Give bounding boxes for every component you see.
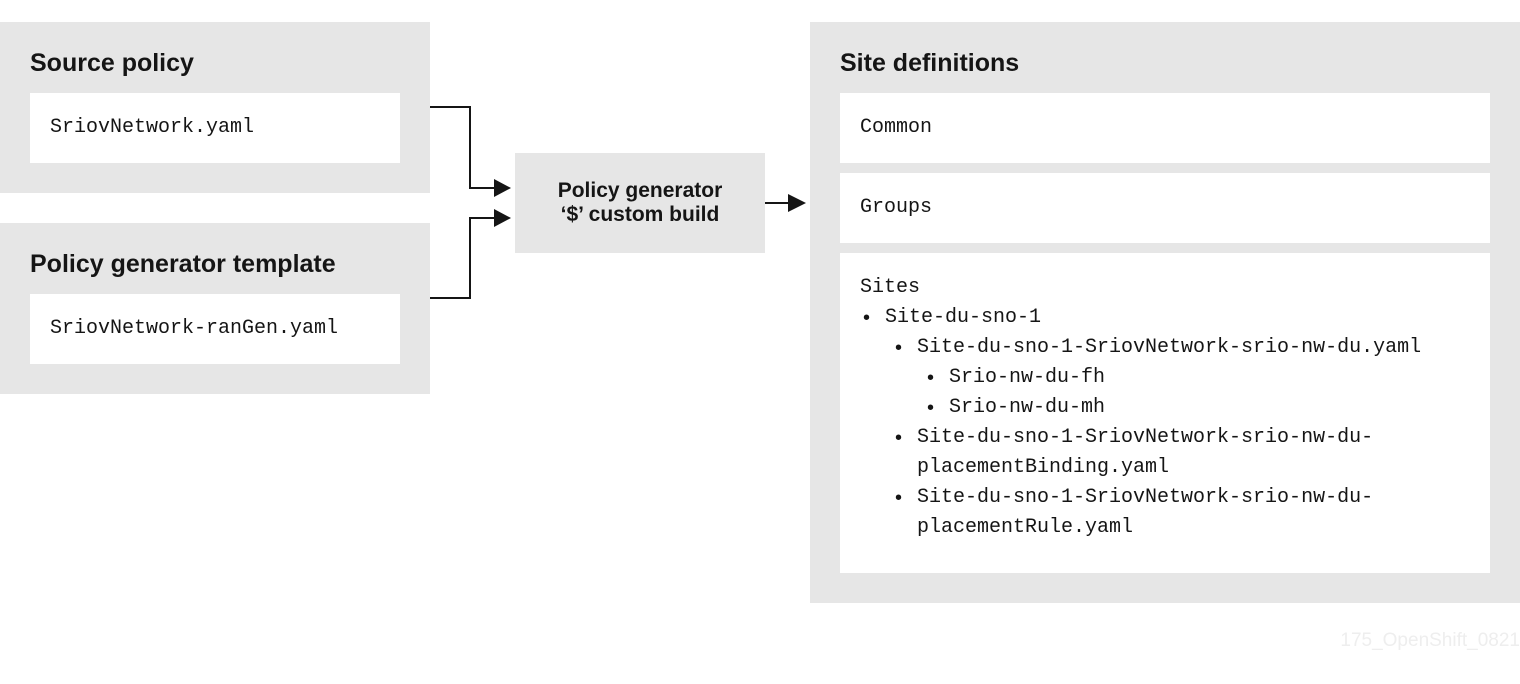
sites-heading: Sites (860, 276, 921, 299)
common-label: Common (860, 116, 933, 139)
template-panel: Policy generator template SriovNetwork-r… (0, 223, 430, 394)
nw-fh-label: Srio-nw-du-fh (949, 366, 1106, 389)
binding-file-label: Site-du-sno-1-SriovNetwork-srio-nw-du- p… (917, 426, 1374, 479)
site-item: Site-du-sno-1 Site-du-sno-1-SriovNetwork… (863, 303, 1422, 543)
site-definitions-title: Site definitions (840, 49, 1020, 77)
sites-tree: Site-du-sno-1 Site-du-sno-1-SriovNetwork… (863, 303, 1422, 543)
policy-generator-box: Policy generator ‘$’ custom build (515, 153, 765, 253)
sriov-file-label: Site-du-sno-1-SriovNetwork-srio-nw-du.ya… (917, 336, 1422, 359)
watermark: 175_OpenShift_0821 (1340, 630, 1520, 651)
binding-file-item: Site-du-sno-1-SriovNetwork-srio-nw-du- p… (895, 423, 1421, 483)
site-definitions-panel: Site definitions Common Groups Sites Sit… (810, 22, 1520, 603)
source-policy-panel: Source policy SriovNetwork.yaml (0, 22, 430, 193)
template-file: SriovNetwork-ranGen.yaml (50, 317, 339, 340)
source-policy-title: Source policy (30, 49, 194, 77)
rule-file-item: Site-du-sno-1-SriovNetwork-srio-nw-du- p… (895, 483, 1421, 543)
policy-generator-label: Policy generator (557, 179, 723, 202)
template-file-card: SriovNetwork-ranGen.yaml (30, 294, 400, 364)
nw-mh-label: Srio-nw-du-mh (949, 396, 1106, 419)
sites-card: Sites Site-du-sno-1 Site-du-sno-1-SriovN… (840, 253, 1490, 573)
source-to-generator-connector (430, 106, 495, 189)
common-card: Common (840, 93, 1490, 163)
template-to-generator-connector (430, 217, 495, 299)
rule-file-label: Site-du-sno-1-SriovNetwork-srio-nw-du- p… (917, 486, 1374, 539)
template-arrowhead (494, 209, 511, 227)
groups-card: Groups (840, 173, 1490, 243)
sriov-file-item: Site-du-sno-1-SriovNetwork-srio-nw-du.ya… (895, 333, 1422, 423)
template-title: Policy generator template (30, 250, 336, 278)
source-policy-file: SriovNetwork.yaml (50, 116, 255, 139)
source-policy-file-card: SriovNetwork.yaml (30, 93, 400, 163)
sites-arrowhead (788, 194, 806, 212)
source-arrowhead (494, 179, 511, 197)
nw-mh-item: Srio-nw-du-mh (927, 393, 1421, 423)
policy-generator-sublabel: ‘$’ custom build (560, 203, 720, 226)
nw-fh-item: Srio-nw-du-fh (927, 363, 1421, 393)
site-label: Site-du-sno-1 (885, 306, 1042, 329)
groups-label: Groups (860, 196, 933, 219)
